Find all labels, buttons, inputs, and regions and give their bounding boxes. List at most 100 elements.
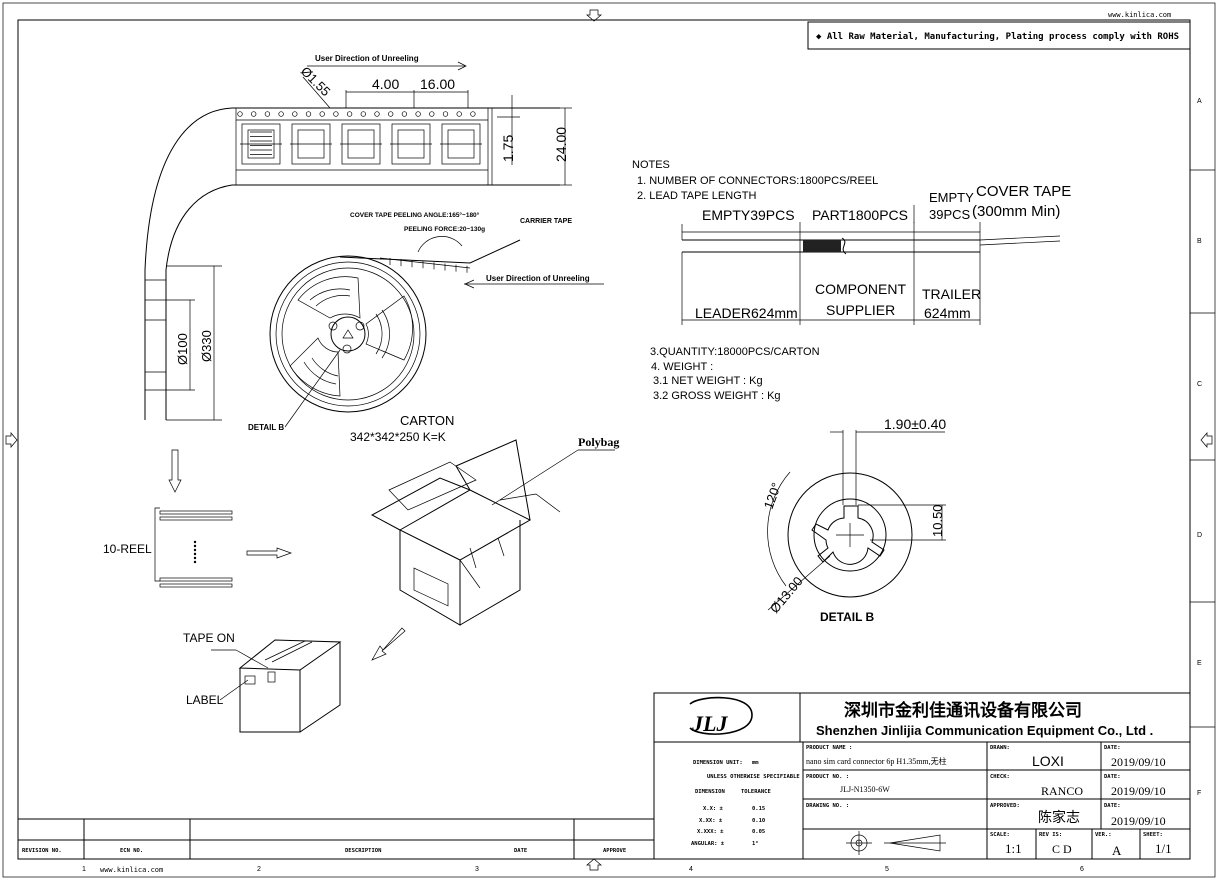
rev-value: C D — [1052, 842, 1072, 856]
center-mark-right-icon — [1200, 432, 1213, 448]
note-1: 1. NUMBER OF CONNECTORS:1800PCS/REEL — [637, 175, 878, 187]
note-3: 3.QUANTITY:18000PCS/CARTON — [650, 346, 820, 358]
date-label-1: DATE: — [1104, 745, 1121, 751]
product-name: nano sim card connector 6p H1.35mm,无柱 — [806, 756, 947, 766]
dim-hole: Ø1.55 — [298, 64, 334, 100]
sprocket-hole — [319, 111, 325, 117]
sprocket-hole — [278, 111, 284, 117]
dim-pitch-holes: 4.00 — [372, 76, 399, 92]
product-no-label: PRODUCT NO. : — [806, 774, 849, 780]
sprocket-hole — [442, 111, 449, 117]
approved-label: APPROVED: — [990, 803, 1020, 809]
empty-trail-label-1: EMPTY — [929, 190, 974, 205]
lead-tape-diagram — [681, 205, 1061, 325]
detail-b-label: DETAIL B — [820, 610, 875, 624]
carrier-tape-label: CARRIER TAPE — [520, 218, 572, 225]
tape-pocket — [240, 123, 282, 165]
product-name-label: PRODUCT NAME : — [806, 745, 852, 751]
rev-col-description: DESCRIPTION — [345, 848, 381, 854]
reel-count-label: 10-REEL — [103, 542, 152, 556]
sprocket-holes — [237, 111, 476, 117]
tol-header: UNLESS OTHERWISE SPECIFIABLE — [707, 774, 800, 780]
date-value-1: 2019/09/10 — [1111, 755, 1166, 769]
sheet-label: SHEET: — [1143, 832, 1163, 838]
carton-title: CARTON — [400, 413, 454, 428]
tape-pocket — [290, 123, 332, 165]
dim-width: 24.00 — [553, 127, 569, 162]
empty-trail-label-2: 39PCS — [929, 207, 971, 222]
tol-row-3-key: X.XXX: ± — [697, 829, 724, 835]
row-label-e: E — [1197, 660, 1202, 667]
cover-tape-label-1: COVER TAPE — [976, 183, 1071, 200]
tape-on-label: TAPE ON — [183, 631, 235, 645]
dim-slot: 1.90±0.40 — [884, 416, 946, 432]
col-label-2: 2 — [257, 866, 261, 873]
center-mark-left-icon — [5, 432, 18, 448]
sprocket-hole — [470, 111, 476, 117]
sprocket-hole — [305, 111, 312, 117]
tape-direction-label: User Direction of Unreeling — [315, 54, 419, 63]
col-label-3: 3 — [475, 866, 479, 873]
dim-unit: mm — [752, 760, 759, 766]
date-value-2: 2019/09/10 — [1111, 784, 1166, 798]
reel-detail-label: DETAIL B — [248, 423, 284, 432]
row-label-d: D — [1197, 532, 1202, 539]
col-dimension: DIMENSION — [695, 789, 725, 795]
rohs-note-box — [807, 21, 1191, 50]
revision-table — [18, 818, 654, 859]
dim-edge: 1.75 — [500, 135, 516, 162]
notes-title: NOTES — [632, 159, 670, 171]
rev-label: REV IS: — [1039, 832, 1062, 838]
rev-col-revision-no: REVISION NO. — [22, 848, 62, 854]
drawing-no-label: DRAWING NO. : — [806, 803, 849, 809]
dim-height: 10.50 — [930, 504, 945, 537]
dim-outer: Ø330 — [199, 330, 214, 362]
note-2: 2. LEAD TAPE LENGTH — [637, 190, 756, 202]
tol-row-4-val: 1° — [752, 841, 759, 847]
ver-label: VER.: — [1095, 832, 1112, 838]
tape-pocket — [440, 123, 482, 165]
component-label-2: SUPPLIER — [826, 302, 895, 318]
row-label-c: C — [1197, 381, 1202, 388]
sheet-value: 1/1 — [1155, 841, 1172, 856]
sprocket-hole — [388, 111, 394, 117]
sprocket-hole — [374, 111, 380, 117]
rev-col-date: DATE — [514, 848, 527, 854]
carton-size: 342*342*250 K=K — [350, 430, 446, 444]
title-block-grid — [653, 692, 1191, 860]
center-mark-top-icon — [586, 9, 602, 22]
footer-site: www.kinlica.com — [100, 866, 163, 874]
tape-pocket — [340, 123, 382, 165]
flow-arrow-diag-icon — [371, 627, 406, 661]
col-label-5: 5 — [885, 866, 889, 873]
col-label-6: 6 — [1080, 866, 1084, 873]
trailer-label-1: TRAILER — [922, 286, 981, 302]
empty-lead-label: EMPTY39PCS — [702, 207, 795, 223]
tol-row-2-val: 0.10 — [752, 818, 765, 824]
tol-row-1-key: X.X: ± — [703, 806, 724, 812]
drawn-label: DRAWN: — [990, 745, 1010, 751]
leader-label: LEADER624mm — [695, 305, 798, 321]
row-label-b: B — [1197, 238, 1202, 245]
company-logo: JLJ — [689, 696, 753, 736]
col-label-1: 1 — [82, 866, 86, 873]
inner-border — [17, 19, 1191, 860]
product-no: JLJ-N1350-6W — [840, 785, 890, 794]
date-label-2: DATE: — [1104, 774, 1121, 780]
cover-tape-label-2: (300mm Min) — [972, 203, 1060, 220]
detail-b-view — [767, 430, 946, 611]
peel-angle-label: COVER TAPE PEELING ANGLE:165°~180° — [350, 211, 480, 219]
reel-stack — [154, 507, 233, 588]
rev-col-ecn-no: ECN NO. — [120, 848, 143, 854]
rohs-note: ◆ All Raw Material, Manufacturing, Plati… — [816, 31, 1179, 42]
tol-row-3-val: 0.05 — [752, 829, 765, 835]
company-name-en: Shenzhen Jinlijia Communication Equipmen… — [816, 723, 1153, 738]
note-4-2: 3.2 GROSS WEIGHT : Kg — [653, 390, 781, 402]
dim-unit-label: DIMENSION UNIT: — [693, 760, 743, 766]
row-label-f: F — [1197, 790, 1201, 797]
sprocket-hole — [333, 111, 339, 117]
dim-hub: Ø100 — [175, 333, 190, 365]
dim-pitch-parts: 16.00 — [420, 76, 455, 92]
